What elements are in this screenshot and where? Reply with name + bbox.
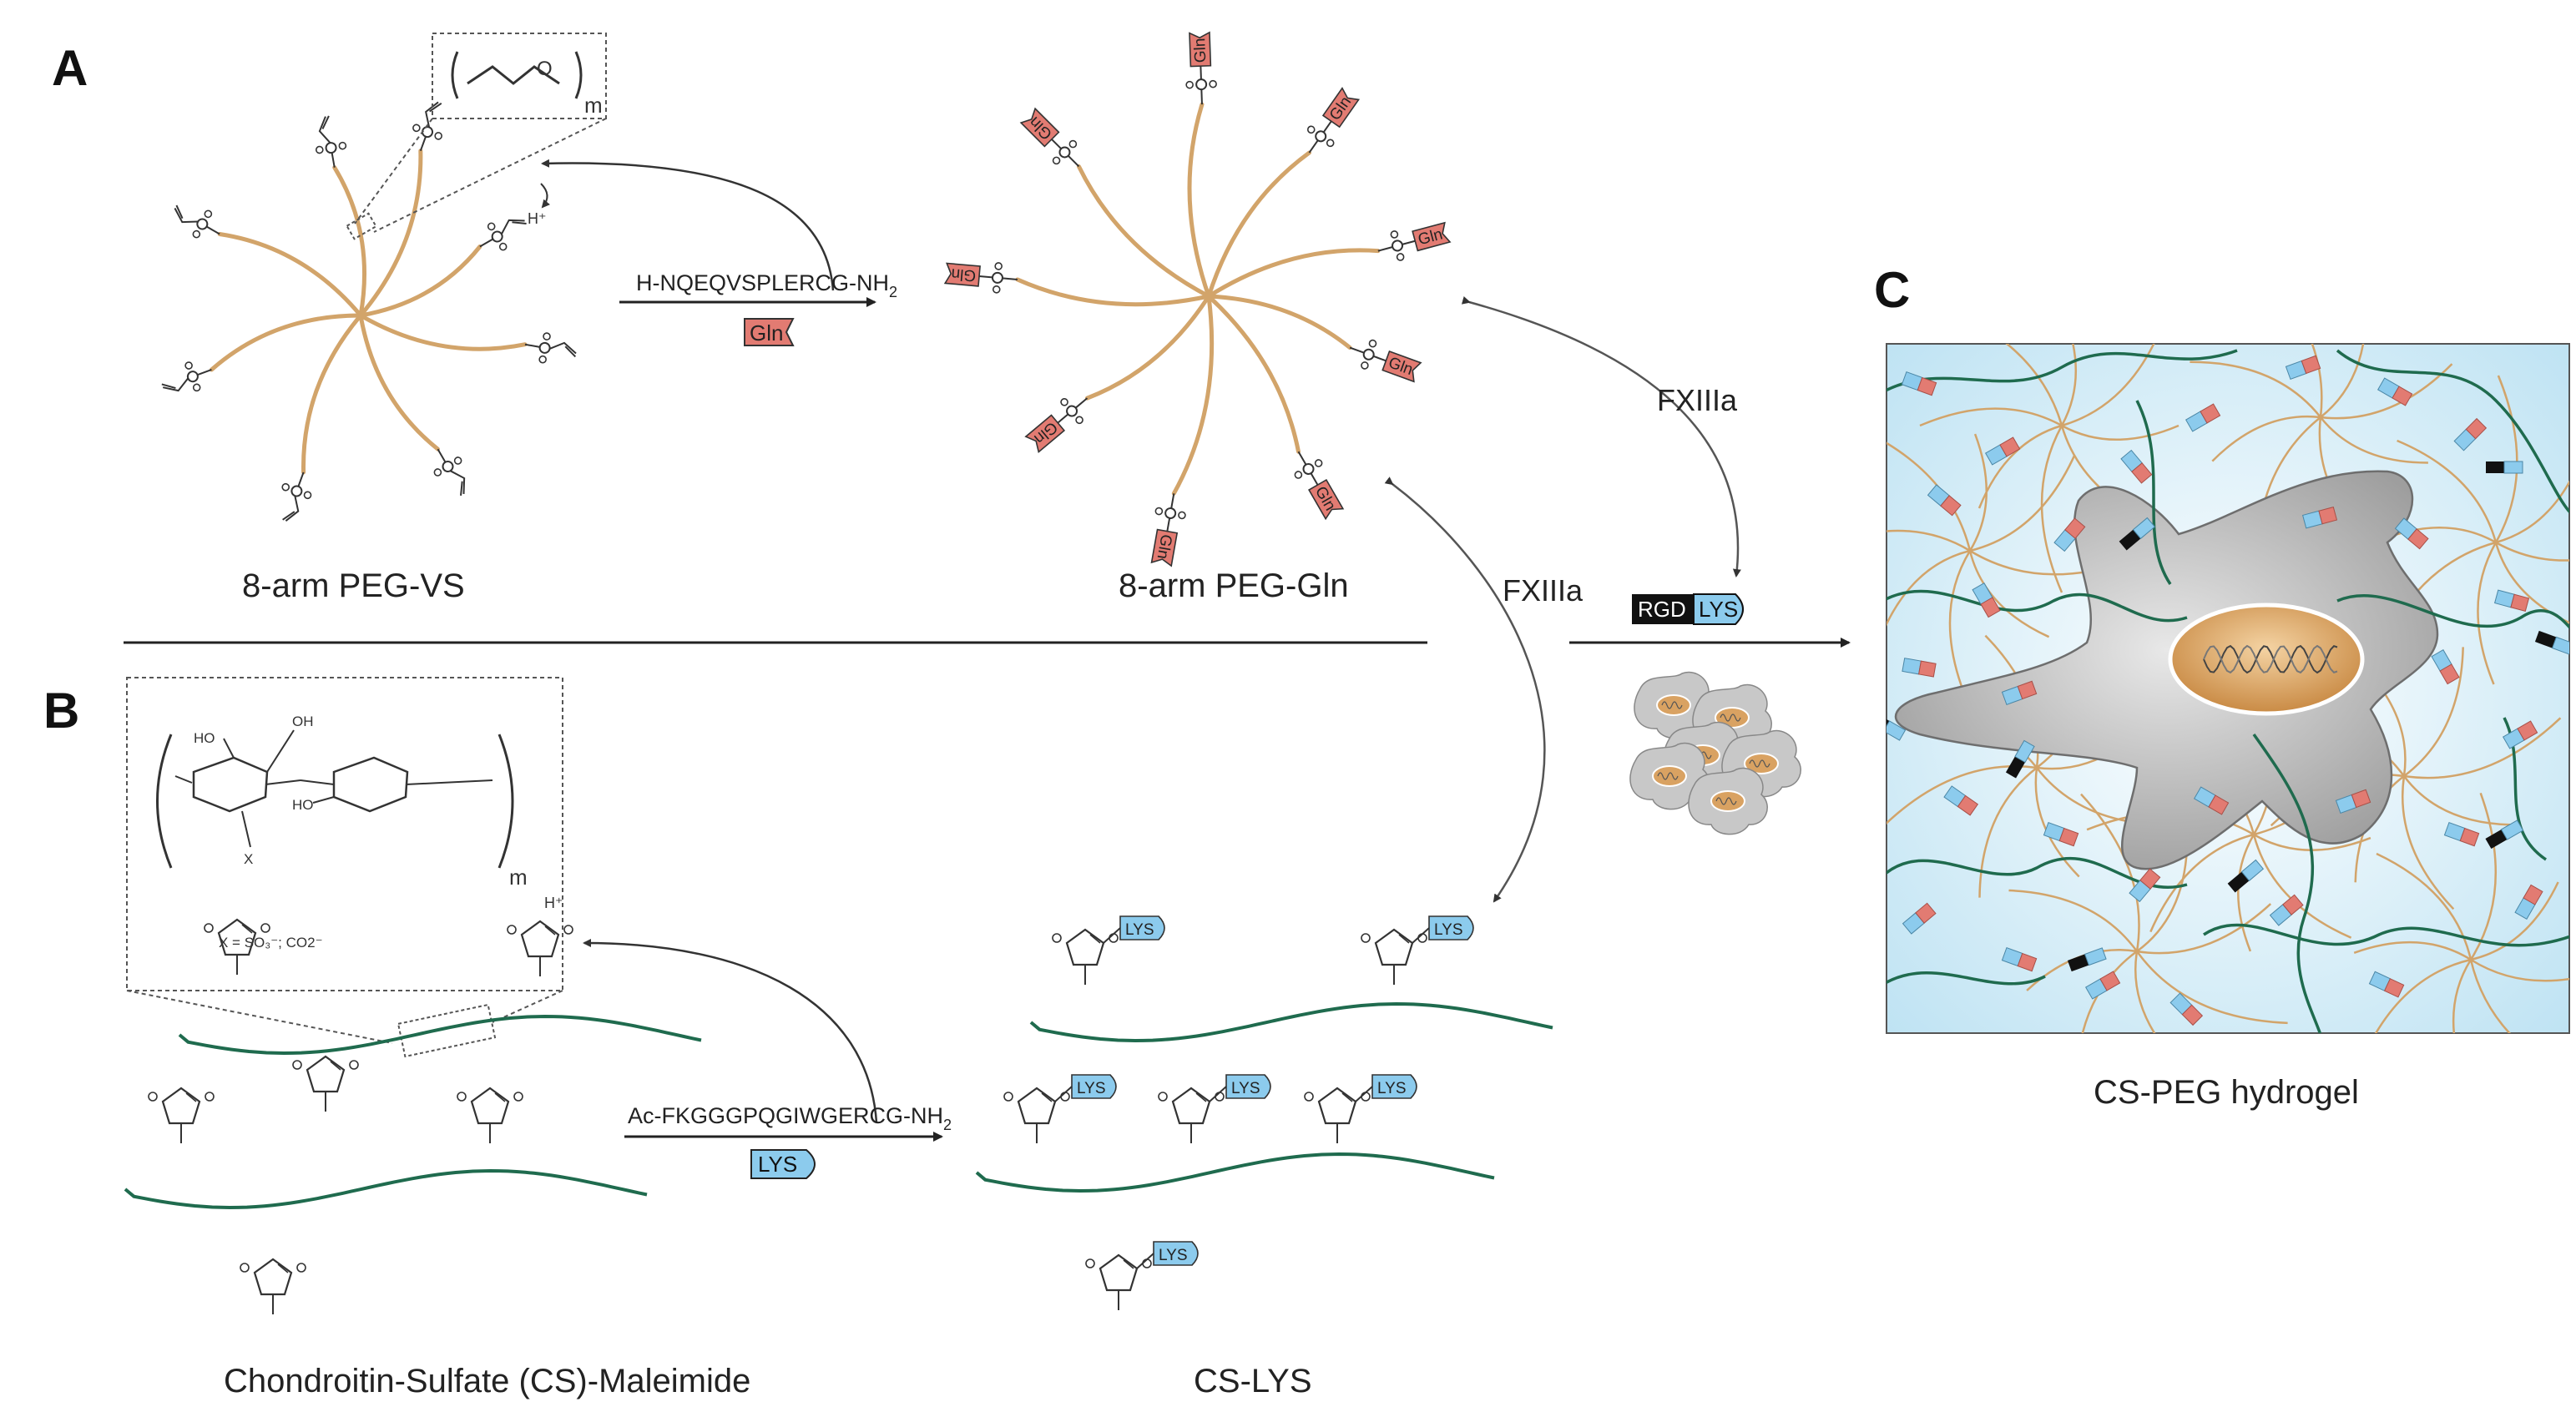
- cs-x-definition: X = SO₃⁻; CO2⁻: [219, 935, 323, 951]
- fxiiia-label-top: FXIIIa: [1657, 383, 1738, 417]
- maleimide-group: LYS: [1158, 1074, 1271, 1143]
- sulfone-group: Gln: [1349, 339, 1422, 383]
- lys-label-mid: LYS: [1699, 597, 1738, 622]
- sulfone-group: Gln: [943, 262, 1018, 294]
- maleimide-group: [240, 1258, 306, 1314]
- repeat-unit-oxygen: O: [537, 58, 553, 80]
- svg-text:LYS: LYS: [1077, 1080, 1106, 1097]
- svg-text:LYS: LYS: [1377, 1080, 1407, 1097]
- maleimide-group: [204, 918, 270, 975]
- fxiiia-arrow-top: [1461, 296, 1741, 577]
- cell-nucleus: [2168, 603, 2365, 716]
- peptide-gln-sequence: H-NQEQVSPLERCG-NH2: [636, 270, 897, 300]
- sulfone-group: Gln: [1306, 87, 1361, 154]
- cs-x-substituent: X: [244, 851, 253, 867]
- svg-text:Gln: Gln: [1191, 38, 1210, 63]
- sulfone-group: [174, 204, 220, 239]
- maleimide-group: [292, 1055, 359, 1112]
- cs-repeat-m: m: [509, 865, 528, 890]
- lys-tag-reagent: LYS: [750, 1149, 816, 1179]
- dna-helix-icon: [2203, 644, 2338, 674]
- peptide-lys-sequence: Ac-FKGGGPQGIWGERCG-NH2: [628, 1103, 952, 1133]
- proton-label-b: H⁺: [544, 895, 563, 911]
- rgd-lys-peptide: RGD LYS: [1632, 593, 1744, 625]
- svg-text:Gln: Gln: [951, 265, 977, 284]
- svg-text:LYS: LYS: [1434, 921, 1463, 939]
- fxiiia-arrow-bottom: [1384, 477, 1546, 903]
- sulfone-group: Gln: [1019, 107, 1080, 168]
- hydrogel-caption: CS-PEG hydrogel: [2094, 1074, 2359, 1111]
- sulfone-group: Gln: [1150, 493, 1186, 567]
- sulfone-group: [433, 448, 466, 497]
- cs-hydroxyl-1: HO: [194, 730, 215, 746]
- peg-repeat-unit-box: O m: [346, 33, 607, 240]
- hydrogel-crosslink-peptides: [1887, 355, 2569, 1026]
- maleimide-group: LYS: [1003, 1074, 1117, 1143]
- gln-tag-reagent-label: Gln: [750, 320, 783, 345]
- rgd-label: RGD: [1638, 597, 1686, 622]
- fxiiia-label-bottom: FXIIIa: [1503, 573, 1583, 608]
- proton-label-a: H⁺: [528, 210, 547, 227]
- sulfone-group: [315, 115, 347, 168]
- svg-text:Gln: Gln: [1154, 533, 1175, 561]
- peg-vs-caption: 8-arm PEG-VS: [242, 567, 465, 604]
- cs-lys-chains: LYS LYS LYS LYS LYS LYS: [975, 915, 1553, 1310]
- cs-maleimide-caption: Chondroitin-Sulfate (CS)-Maleimide: [224, 1363, 750, 1399]
- sulfone-group: [281, 472, 312, 522]
- repeat-unit-m: m: [584, 93, 603, 118]
- lys-tag-reagent-label: LYS: [758, 1152, 797, 1177]
- gln-tag-reagent: Gln: [744, 318, 795, 346]
- maleimide-group: [507, 920, 573, 976]
- hydrogel-cs-network: [1887, 349, 2569, 1033]
- svg-text:LYS: LYS: [1159, 1247, 1188, 1264]
- attack-arrow-b: [583, 939, 878, 1123]
- maleimide-group: LYS: [1361, 915, 1474, 985]
- sulfone-group: Gln: [1377, 221, 1452, 261]
- sulfone-group: Gln: [1185, 31, 1217, 105]
- sulfone-group: [412, 101, 442, 152]
- cs-hydroxyl-3: HO: [292, 797, 314, 813]
- svg-text:LYS: LYS: [1125, 921, 1154, 939]
- cell-cluster-icon: [1629, 671, 1801, 835]
- cs-repeat-unit-box: HO OH HO X m X = SO₃⁻; CO2⁻: [126, 677, 563, 1058]
- maleimide-group: LYS: [1085, 1241, 1199, 1310]
- peg-vs-star: [161, 101, 577, 522]
- svg-text:LYS: LYS: [1231, 1080, 1260, 1097]
- cell-body: [1894, 470, 2439, 870]
- maleimide-group: LYS: [1052, 915, 1165, 985]
- peg-gln-caption: 8-arm PEG-Gln: [1119, 567, 1349, 604]
- sulfone-group: Gln: [1294, 451, 1345, 521]
- cs-lys-caption: CS-LYS: [1194, 1363, 1312, 1399]
- panel-label-a: A: [52, 40, 88, 96]
- maleimide-group: [457, 1087, 523, 1143]
- sulfone-group: [479, 219, 527, 251]
- sulfone-group: [524, 332, 577, 364]
- maleimide-group: [148, 1087, 215, 1143]
- attack-arrow-a: [541, 159, 835, 291]
- cs-hydroxyl-2: OH: [292, 714, 314, 729]
- sulfone-group: [161, 361, 212, 392]
- cs-maleimide-chains: [124, 918, 702, 1314]
- hydrogel-box: [1886, 343, 2570, 1034]
- panel-label-c: C: [1874, 262, 1910, 318]
- maleimide-group: LYS: [1304, 1074, 1417, 1143]
- panel-label-b: B: [43, 683, 79, 739]
